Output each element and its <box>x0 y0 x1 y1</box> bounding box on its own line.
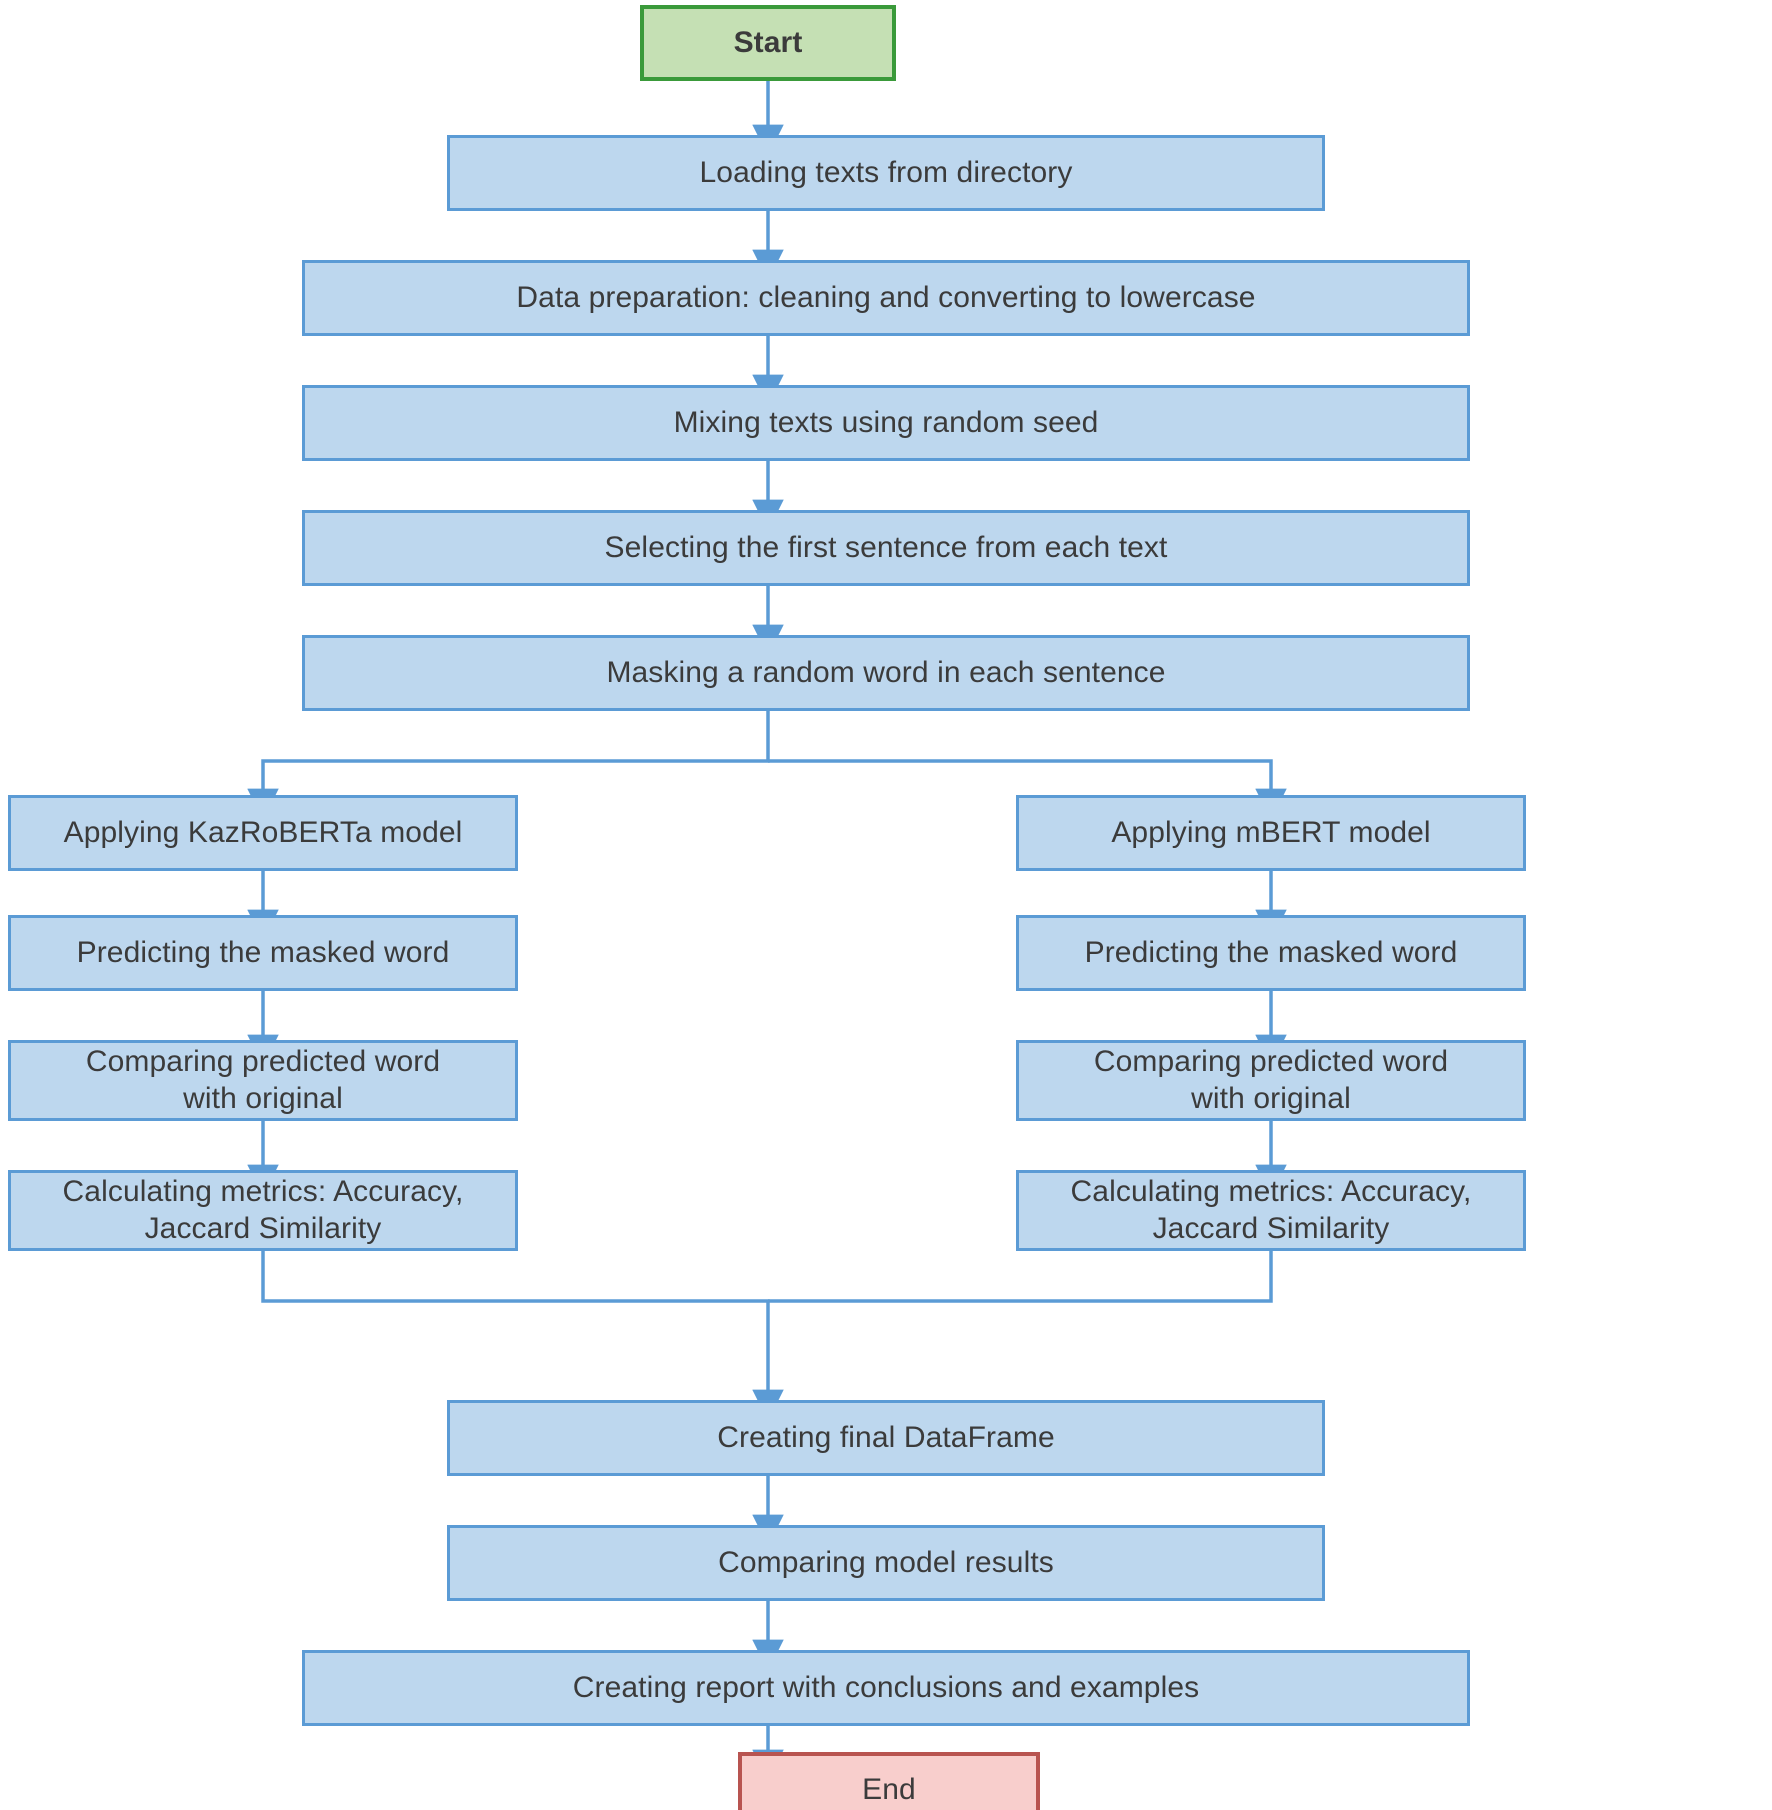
node-apply-kazroberta-label: Applying KazRoBERTa model <box>63 815 463 849</box>
node-right-compare-prediction[interactable]: Comparing predicted word with original <box>1016 1040 1526 1121</box>
node-end-label: End <box>862 1772 916 1806</box>
node-left-compare-prediction[interactable]: Comparing predicted word with original <box>8 1040 518 1121</box>
node-selecting-sentence-label: Selecting the first sentence from each t… <box>604 530 1168 564</box>
node-left-compare-prediction-label: Comparing predicted word with original <box>85 1044 441 1115</box>
node-right-predict-masked-word-label: Predicting the masked word <box>1084 935 1458 969</box>
node-comparing-model-results-label: Comparing model results <box>718 1545 1054 1579</box>
node-mixing-texts[interactable]: Mixing texts using random seed <box>302 385 1470 461</box>
node-right-calculate-metrics[interactable]: Calculating metrics: Accuracy, Jaccard S… <box>1016 1170 1526 1251</box>
node-apply-kazroberta[interactable]: Applying KazRoBERTa model <box>8 795 518 871</box>
node-apply-mbert-label: Applying mBERT model <box>1111 815 1431 849</box>
node-masking-word[interactable]: Masking a random word in each sentence <box>302 635 1470 711</box>
node-left-calculate-metrics[interactable]: Calculating metrics: Accuracy, Jaccard S… <box>8 1170 518 1251</box>
node-creating-report[interactable]: Creating report with conclusions and exa… <box>302 1650 1470 1726</box>
node-selecting-sentence[interactable]: Selecting the first sentence from each t… <box>302 510 1470 586</box>
node-left-predict-masked-word[interactable]: Predicting the masked word <box>8 915 518 991</box>
node-right-calculate-metrics-label: Calculating metrics: Accuracy, Jaccard S… <box>1070 1174 1472 1245</box>
node-right-compare-prediction-label: Comparing predicted word with original <box>1093 1044 1449 1115</box>
node-right-predict-masked-word[interactable]: Predicting the masked word <box>1016 915 1526 991</box>
node-loading-texts-label: Loading texts from directory <box>699 155 1073 189</box>
node-apply-mbert[interactable]: Applying mBERT model <box>1016 795 1526 871</box>
node-end[interactable]: End <box>738 1752 1040 1810</box>
node-start-label: Start <box>733 25 803 59</box>
node-creating-dataframe[interactable]: Creating final DataFrame <box>447 1400 1325 1476</box>
node-data-preparation-label: Data preparation: cleaning and convertin… <box>516 280 1256 314</box>
node-creating-report-label: Creating report with conclusions and exa… <box>572 1670 1200 1704</box>
node-start[interactable]: Start <box>640 5 896 81</box>
node-loading-texts[interactable]: Loading texts from directory <box>447 135 1325 211</box>
node-left-calculate-metrics-label: Calculating metrics: Accuracy, Jaccard S… <box>62 1174 464 1245</box>
node-mixing-texts-label: Mixing texts using random seed <box>673 405 1099 439</box>
node-data-preparation[interactable]: Data preparation: cleaning and convertin… <box>302 260 1470 336</box>
node-comparing-model-results[interactable]: Comparing model results <box>447 1525 1325 1601</box>
node-left-predict-masked-word-label: Predicting the masked word <box>76 935 450 969</box>
node-masking-word-label: Masking a random word in each sentence <box>606 655 1166 689</box>
node-creating-dataframe-label: Creating final DataFrame <box>717 1420 1055 1454</box>
